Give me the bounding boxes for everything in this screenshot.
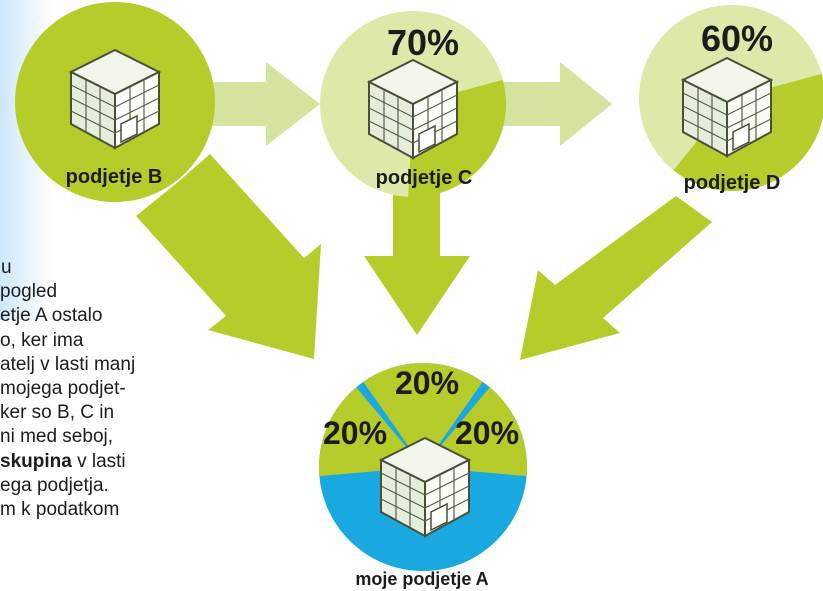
node-a-percent-d: 20% — [455, 415, 519, 451]
node-a-slice-c — [363, 362, 483, 467]
text-line: ega podjetja. — [0, 474, 109, 496]
text-line: u — [1, 257, 12, 278]
text-bold: skupina — [0, 450, 72, 472]
node-a-label: moje podjetje A — [355, 569, 488, 589]
node-d-percent: 60% — [701, 18, 773, 59]
node-a-percent-c: 20% — [395, 365, 459, 401]
text-line: atelj v lasti manj — [0, 353, 136, 375]
text-line: etje A ostalo — [0, 305, 103, 327]
node-b-label: podjetje B — [66, 166, 163, 188]
arrow-c-to-d — [494, 62, 612, 146]
arrow-b-to-c — [195, 62, 320, 146]
arrow-c-to-a — [364, 188, 470, 335]
node-c-percent: 70% — [387, 22, 459, 63]
body-text: u pogled etje A ostalo o, ker ima atelj … — [0, 256, 200, 522]
text-line: m k podatkom — [0, 498, 120, 520]
node-d-label: podjetje D — [684, 172, 781, 194]
node-b: podjetje B — [15, 2, 215, 202]
text-line: pogled — [0, 281, 58, 303]
text-line: mojega podjet- — [0, 377, 126, 399]
node-d: 60% podjetje D — [639, 5, 823, 194]
node-a-percent-b: 20% — [323, 415, 387, 451]
node-c: 70% podjetje C — [320, 11, 506, 198]
text-line: ni med seboj, — [0, 426, 114, 448]
text-line: ker so B, C in — [0, 402, 115, 424]
node-c-label: podjetje C — [376, 167, 473, 189]
node-a: 20% 20% 20% moje podjetje A — [319, 362, 527, 589]
text-line: o, ker ima — [0, 329, 84, 351]
arrow-d-to-a — [520, 196, 712, 360]
text-line: v lasti — [71, 450, 126, 472]
arrow-b-to-a — [136, 154, 321, 359]
